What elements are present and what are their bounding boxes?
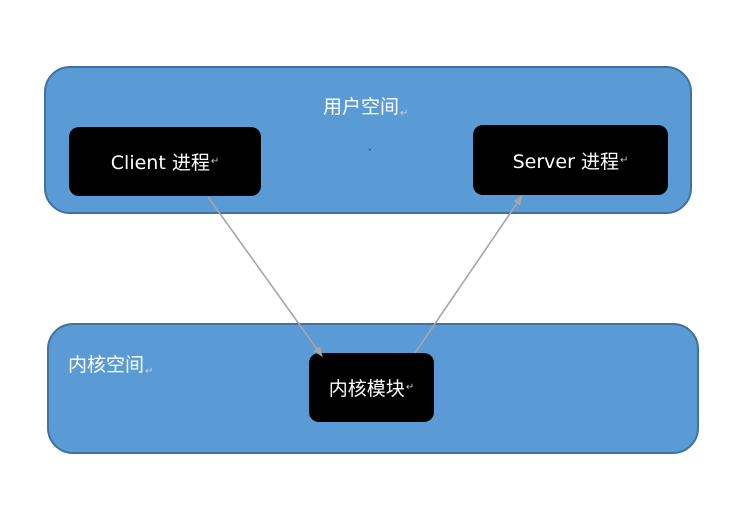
user-space-label: 用户空间↵ <box>323 92 408 119</box>
server-process-box: Server 进程↵ <box>473 125 668 195</box>
kernel-space-label: 内核空间↵ <box>68 350 153 377</box>
return-mark-icon: ↵ <box>619 154 629 166</box>
caret-mark-icon: ˇ <box>367 147 373 160</box>
user-space-label-text: 用户空间 <box>323 96 400 118</box>
return-mark-icon: ↵ <box>210 156 220 167</box>
client-process-label: Client 进程 <box>110 152 210 174</box>
kernel-module-box: 内核模块↵ <box>309 353 434 422</box>
kernel-module-label: 内核模块 <box>328 378 405 400</box>
kernel-space-label-text: 内核空间 <box>68 354 145 376</box>
client-process-box: Client 进程↵ <box>69 127 261 196</box>
return-mark-icon: ↵ <box>145 366 154 377</box>
return-mark-icon: ↵ <box>400 108 409 119</box>
return-mark-icon: ↵ <box>405 382 415 393</box>
server-process-label: Server 进程 <box>512 150 619 173</box>
